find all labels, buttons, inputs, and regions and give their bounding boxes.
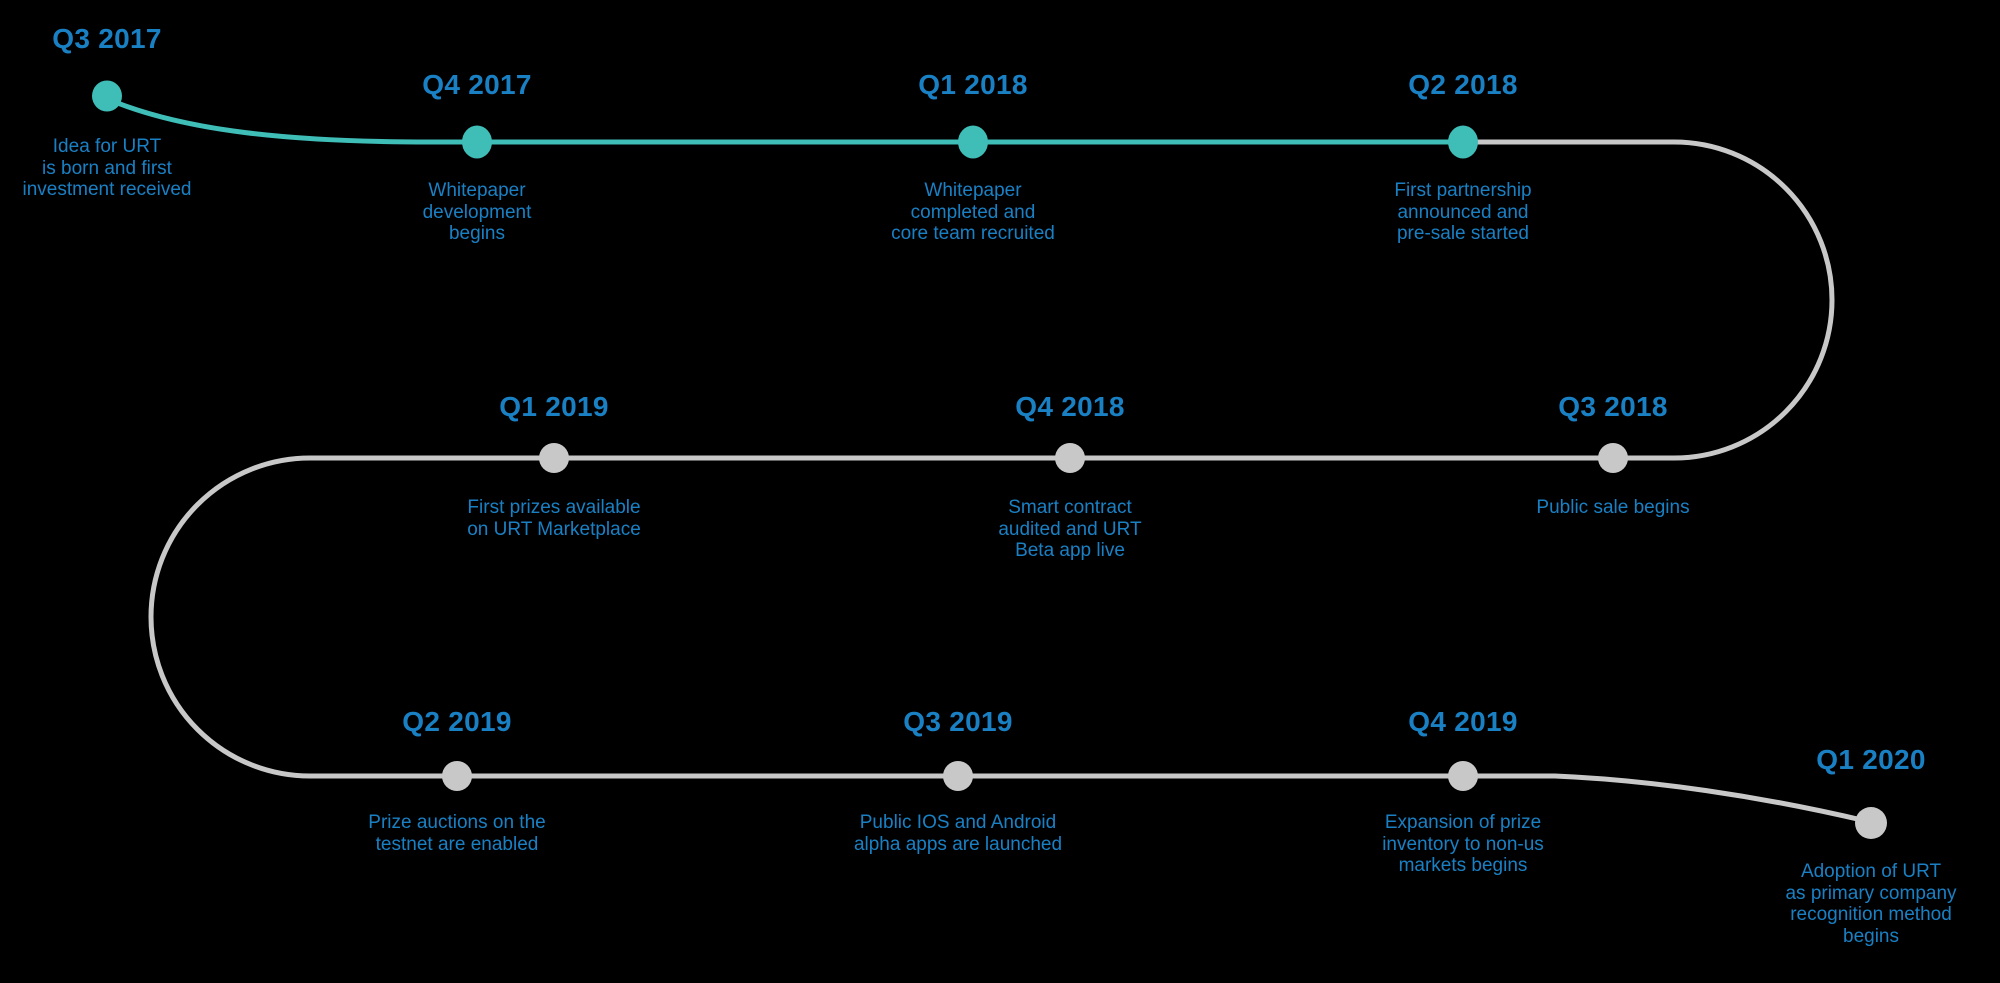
milestone-dot-q2-2018 bbox=[1448, 125, 1478, 159]
milestone-quarter-q2-2019: Q2 2019 bbox=[402, 706, 512, 737]
milestone-dot-q3-2018 bbox=[1598, 443, 1628, 473]
milestone-dot-q3-2019 bbox=[943, 761, 973, 791]
milestone-dot-q4-2018 bbox=[1055, 443, 1085, 473]
milestone-dot-q2-2019 bbox=[442, 761, 472, 791]
timeline-path-completed bbox=[109, 97, 1463, 145]
milestone-quarter-q4-2017: Q4 2017 bbox=[422, 69, 532, 100]
milestone-description-q3-2019: Public IOS and Android alpha apps are la… bbox=[853, 812, 1063, 855]
milestone-dot-q3-2017 bbox=[92, 80, 122, 112]
milestone-dot-q4-2017 bbox=[462, 125, 492, 159]
milestone-quarter-q3-2017: Q3 2017 bbox=[52, 23, 162, 54]
milestone-dot-q1-2019 bbox=[539, 443, 569, 473]
milestone-dot-q4-2019 bbox=[1448, 761, 1478, 791]
milestone-description-q4-2019: Expansion of prize inventory to non-us m… bbox=[1382, 812, 1544, 876]
milestone-description-q4-2017: Whitepaper development begins bbox=[422, 180, 532, 244]
milestone-quarter-q1-2018: Q1 2018 bbox=[918, 69, 1028, 100]
milestone-description-q1-2020: Adoption of URT as primary company recog… bbox=[1785, 861, 1957, 947]
milestone-quarter-q4-2018: Q4 2018 bbox=[1015, 391, 1125, 422]
milestone-quarter-q4-2019: Q4 2019 bbox=[1408, 706, 1518, 737]
milestone-description-q1-2018: Whitepaper completed and core team recru… bbox=[891, 180, 1055, 244]
milestone-description-q3-2018: Public sale begins bbox=[1536, 497, 1690, 518]
milestone-quarter-q1-2019: Q1 2019 bbox=[499, 391, 609, 422]
milestone-description-q2-2019: Prize auctions on the testnet are enable… bbox=[368, 812, 546, 855]
milestone-quarter-q3-2019: Q3 2019 bbox=[903, 706, 1013, 737]
milestone-quarter-q2-2018: Q2 2018 bbox=[1408, 69, 1518, 100]
milestone-quarter-q1-2020: Q1 2020 bbox=[1816, 744, 1926, 775]
timeline-path-upcoming bbox=[148, 139, 1867, 824]
milestone-dot-q1-2020 bbox=[1855, 807, 1887, 839]
milestone-quarter-q3-2018: Q3 2018 bbox=[1558, 391, 1668, 422]
milestone-dot-q1-2018 bbox=[958, 125, 988, 159]
milestone-description-q3-2017: Idea for URT is born and first investmen… bbox=[22, 136, 192, 200]
milestone-description-q4-2018: Smart contract audited and URT Beta app … bbox=[998, 497, 1142, 561]
milestone-description-q2-2018: First partnership announced and pre-sale… bbox=[1394, 180, 1532, 244]
milestone-description-q1-2019: First prizes available on URT Marketplac… bbox=[467, 497, 641, 540]
